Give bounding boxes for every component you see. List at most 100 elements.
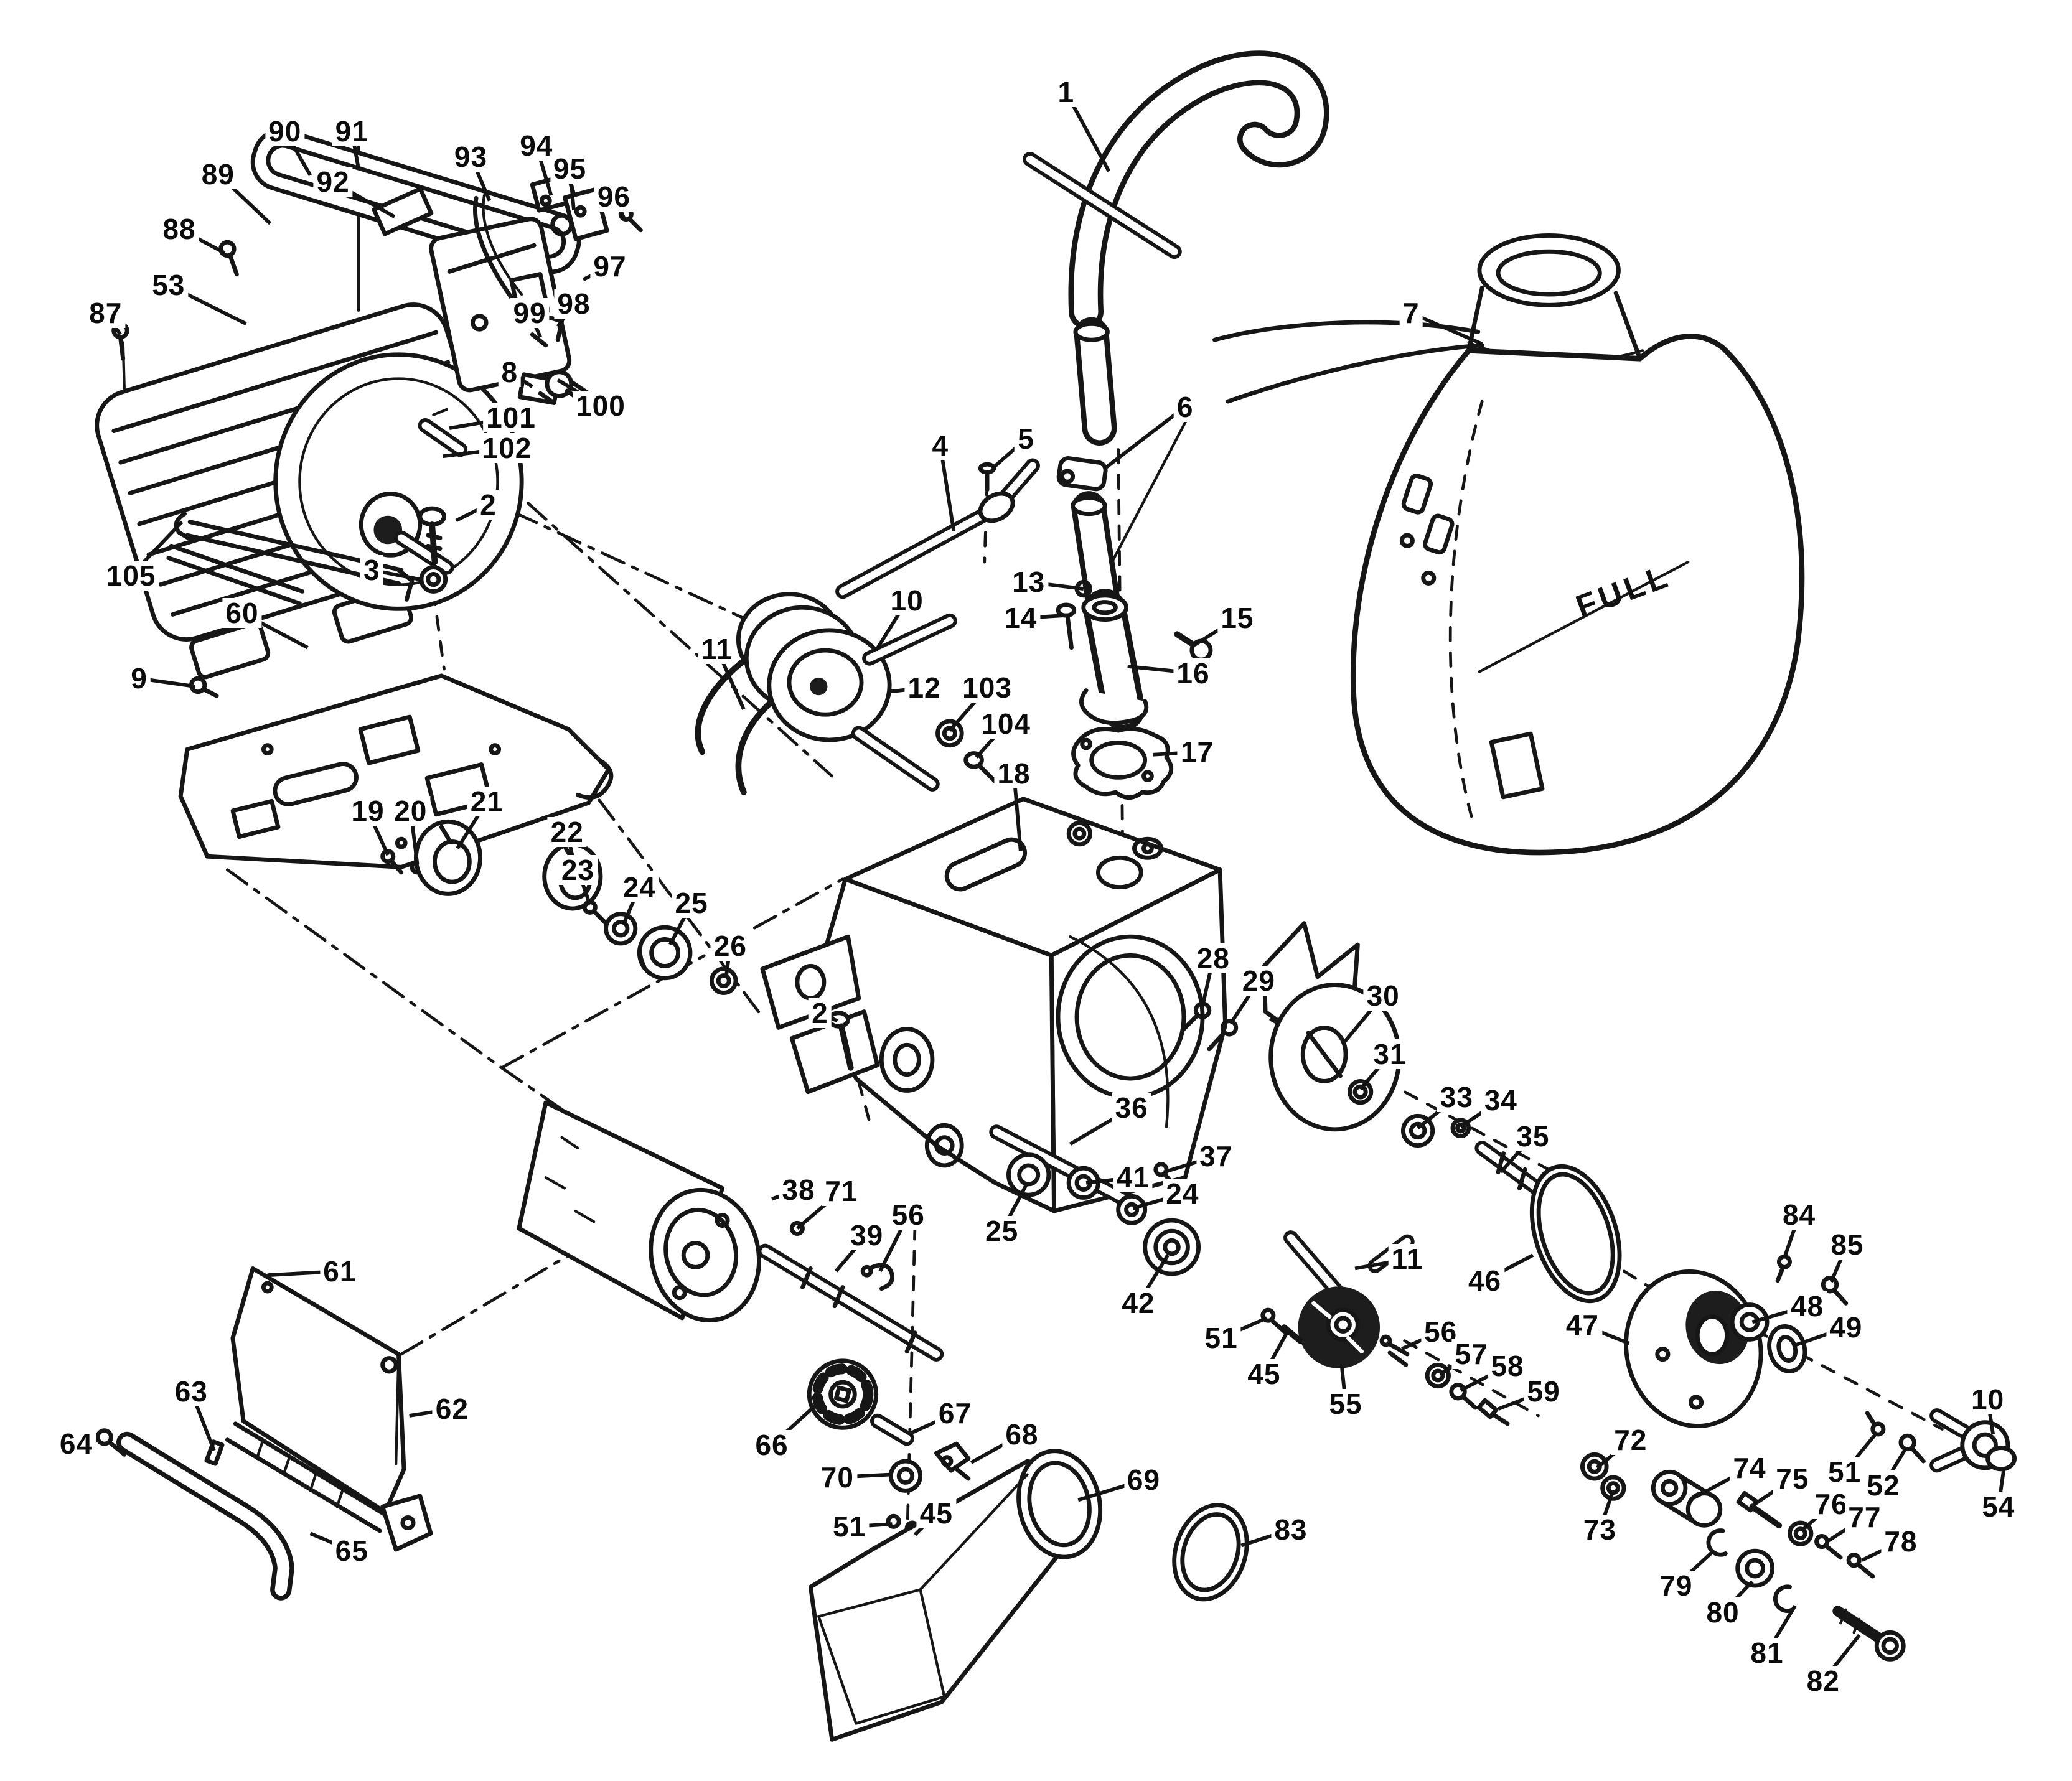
part-label-2: 2 <box>477 489 500 520</box>
part-label-75: 75 <box>1773 1464 1812 1494</box>
clamp-6 <box>1056 456 1108 492</box>
part-label-3: 3 <box>360 555 383 585</box>
screw-58 <box>1449 1383 1478 1410</box>
part-label-38: 38 <box>779 1174 818 1205</box>
part-label-56: 56 <box>888 1200 928 1230</box>
part-label-51: 51 <box>1201 1323 1241 1353</box>
part-label-17: 17 <box>1177 737 1217 767</box>
part-label-77: 77 <box>1845 1502 1885 1533</box>
screw-51c <box>886 1513 901 1529</box>
screw-64 <box>95 1428 127 1457</box>
part-label-31: 31 <box>1370 1039 1410 1070</box>
part-label-94: 94 <box>517 131 556 161</box>
part-label-10: 10 <box>1968 1385 2008 1415</box>
part-label-88: 88 <box>159 213 199 244</box>
part-label-37: 37 <box>1196 1141 1236 1171</box>
part-label-79: 79 <box>1656 1571 1696 1601</box>
part-label-99: 99 <box>510 298 550 329</box>
part-label-89: 89 <box>198 159 238 189</box>
disc-42 <box>1143 1218 1201 1276</box>
ring-26 <box>709 966 738 995</box>
motor-face <box>273 352 524 611</box>
part-label-71: 71 <box>822 1176 861 1206</box>
clamp-bolt-14 <box>1056 602 1077 650</box>
part-label-25: 25 <box>672 888 711 919</box>
part-label-62: 62 <box>432 1394 472 1424</box>
part-label-12: 12 <box>904 673 944 703</box>
bolt-75 <box>1736 1490 1783 1529</box>
screw-104 <box>963 751 1000 787</box>
part-label-91: 91 <box>332 116 372 146</box>
part-label-42: 42 <box>1118 1288 1158 1319</box>
part-label-51: 51 <box>830 1512 870 1542</box>
bearing-25a <box>637 925 693 981</box>
part-label-36: 36 <box>1112 1093 1151 1123</box>
part-label-97: 97 <box>590 251 630 281</box>
drum-38 <box>517 1100 805 1322</box>
part-label-67: 67 <box>935 1398 975 1428</box>
mount-strap-105 <box>166 512 415 606</box>
part-label-59: 59 <box>1524 1377 1563 1407</box>
part-label-33: 33 <box>1437 1082 1476 1113</box>
part-label-14: 14 <box>1001 603 1041 633</box>
part-label-56: 56 <box>1421 1316 1461 1347</box>
part-label-65: 65 <box>332 1536 372 1566</box>
part-label-48: 48 <box>1787 1291 1827 1321</box>
part-label-105: 105 <box>103 560 159 591</box>
part-label-102: 102 <box>479 433 535 464</box>
part-label-100: 100 <box>573 390 629 421</box>
screw-78 <box>1846 1553 1875 1579</box>
part-label-93: 93 <box>451 141 491 172</box>
collection-bag-7: FULL <box>1212 233 1805 856</box>
linkage-cluster <box>1580 1452 1906 1662</box>
part-label-2: 2 <box>809 998 832 1028</box>
clip-56b <box>1379 1334 1410 1367</box>
part-label-45: 45 <box>916 1498 956 1528</box>
hook-pin-56a <box>860 1263 895 1291</box>
pin-71 <box>789 1220 805 1236</box>
part-label-7: 7 <box>1400 298 1423 329</box>
part-label-68: 68 <box>1002 1419 1042 1450</box>
leader-line-7 <box>1410 311 1483 346</box>
ring-46 <box>1529 1164 1622 1304</box>
part-label-26: 26 <box>710 931 751 961</box>
clip-81 <box>1773 1584 1795 1613</box>
part-label-22: 22 <box>547 817 587 848</box>
part-label-73: 73 <box>1580 1514 1620 1545</box>
part-label-51: 51 <box>1825 1457 1865 1487</box>
part-label-49: 49 <box>1826 1312 1866 1343</box>
part-label-74: 74 <box>1730 1452 1770 1483</box>
screw-59 <box>1476 1398 1510 1426</box>
part-label-29: 29 <box>1239 966 1278 996</box>
part-label-47: 47 <box>1562 1309 1602 1340</box>
part-label-60: 60 <box>222 597 262 628</box>
leader-line-6 <box>1104 405 1186 470</box>
part-label-39: 39 <box>847 1220 887 1250</box>
screw-51d <box>1865 1411 1886 1437</box>
part-label-83: 83 <box>1271 1514 1311 1545</box>
part-label-72: 72 <box>1611 1424 1651 1455</box>
housing-18 <box>760 797 1239 1213</box>
part-label-57: 57 <box>1451 1339 1491 1370</box>
spacer-92 <box>372 187 434 236</box>
part-label-4: 4 <box>929 431 952 461</box>
part-label-9: 9 <box>128 663 151 694</box>
part-label-24: 24 <box>1163 1179 1202 1209</box>
spacer-74 <box>1651 1469 1723 1528</box>
shaft-39 <box>757 1243 944 1362</box>
bolt-85 <box>1821 1276 1849 1306</box>
disc-47 <box>1624 1269 1763 1428</box>
part-label-13: 13 <box>1009 567 1049 597</box>
pin-45b <box>1281 1324 1303 1344</box>
bolt-52 <box>1898 1433 1926 1464</box>
part-label-81: 81 <box>1747 1637 1787 1668</box>
part-label-15: 15 <box>1217 603 1257 633</box>
part-label-96: 96 <box>594 182 634 212</box>
part-label-98: 98 <box>554 289 594 319</box>
part-label-85: 85 <box>1827 1229 1867 1260</box>
washer-48 <box>1730 1302 1770 1342</box>
part-label-54: 54 <box>1979 1492 2018 1522</box>
